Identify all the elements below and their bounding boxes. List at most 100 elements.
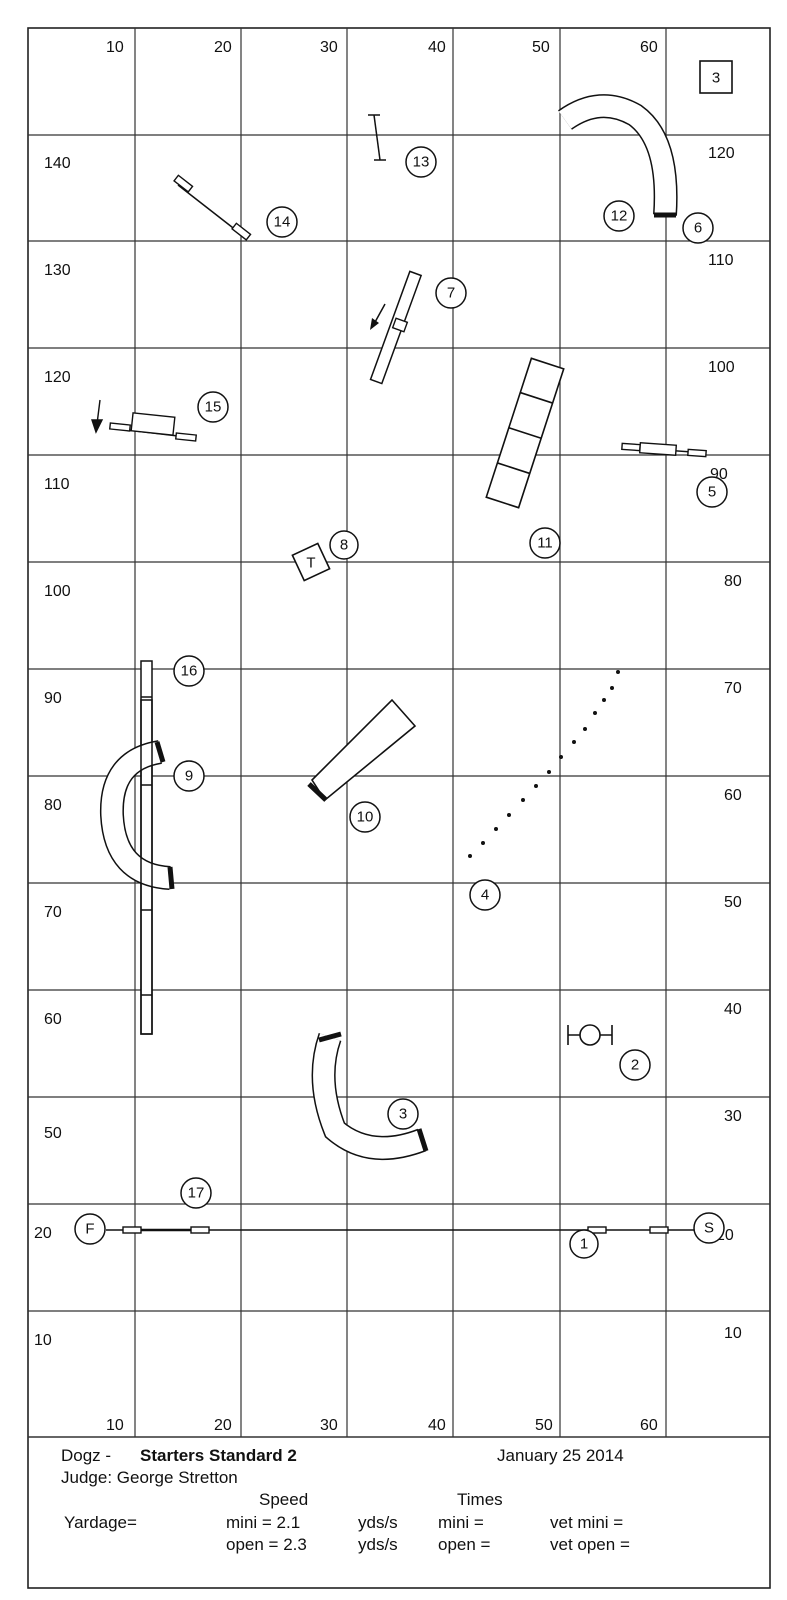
bottom-label: 40 xyxy=(428,1417,446,1434)
marker-16-label: 16 xyxy=(181,663,198,680)
left-label: 10 xyxy=(34,1332,52,1349)
marker-13-label: 13 xyxy=(413,154,430,171)
left-label: 110 xyxy=(44,476,70,493)
bottom-label: 60 xyxy=(640,1417,658,1434)
mini-time: mini = xyxy=(438,1513,484,1532)
jump-5-icon xyxy=(621,442,707,458)
start-label: S xyxy=(704,1220,714,1237)
a-frame-11-icon xyxy=(485,357,565,509)
marker-14-label: 14 xyxy=(274,214,291,231)
right-axis-labels: 120 110 100 90 80 70 60 50 40 30 20 10 xyxy=(708,145,742,1342)
marker-6 xyxy=(682,212,714,244)
tunnel-12-icon xyxy=(558,94,678,218)
marker-3-label: 3 xyxy=(399,1106,407,1123)
marker-8 xyxy=(329,530,359,560)
open-speed-unit: yds/s xyxy=(358,1535,398,1554)
marker-8-label: 8 xyxy=(340,537,348,554)
marker-11-label: 11 xyxy=(537,535,553,552)
tunnel-3-icon xyxy=(311,1031,429,1160)
marker-4-label: 4 xyxy=(481,887,489,904)
right-label: 110 xyxy=(708,252,734,269)
right-label: 50 xyxy=(724,894,742,911)
marker-17-label: 17 xyxy=(188,1185,205,1202)
times-header: Times xyxy=(457,1490,503,1509)
weave-poles-4-icon xyxy=(468,670,620,858)
marker-finish xyxy=(74,1213,106,1245)
finish-label: F xyxy=(85,1221,94,1238)
course-info-footer: Dogz - Starters Standard 2 January 25 20… xyxy=(28,1437,770,1587)
bottom-label: 10 xyxy=(106,1417,124,1434)
dog-walk-16-icon xyxy=(140,660,153,1035)
top-label: 40 xyxy=(428,39,446,56)
marker-7 xyxy=(435,277,467,309)
top-label: 30 xyxy=(320,39,338,56)
right-label: 100 xyxy=(708,359,735,376)
left-label: 60 xyxy=(44,1011,62,1028)
course-number: 3 xyxy=(712,70,720,87)
club-name: Dogz - xyxy=(61,1446,112,1465)
left-label: 100 xyxy=(44,583,71,600)
marker-11 xyxy=(529,527,561,559)
top-label: 10 xyxy=(106,39,124,56)
left-label: 20 xyxy=(34,1225,52,1242)
left-label: 140 xyxy=(44,155,71,172)
top-label: 60 xyxy=(640,39,658,56)
marker-5 xyxy=(696,476,728,508)
tunnel-9-icon xyxy=(99,699,175,1035)
course-number-box: 3 xyxy=(699,60,733,94)
left-label: 50 xyxy=(44,1125,62,1142)
bottom-label: 20 xyxy=(214,1417,232,1434)
marker-15-label: 15 xyxy=(205,399,222,416)
class-name: Starters Standard 2 xyxy=(140,1446,297,1465)
open-speed: open = 2.3 xyxy=(226,1535,307,1554)
marker-1 xyxy=(569,1229,599,1259)
left-axis-labels: 140 130 120 110 100 90 80 70 60 50 20 10 xyxy=(34,155,71,1349)
trial-date: January 25 2014 xyxy=(497,1446,624,1465)
marker-2-label: 2 xyxy=(631,1057,639,1074)
top-axis-labels: 10 20 30 40 50 60 xyxy=(106,39,658,56)
obstacle-markers xyxy=(74,146,728,1259)
marker-10-label: 10 xyxy=(357,809,374,826)
right-label: 60 xyxy=(724,787,742,804)
right-label: 120 xyxy=(708,145,735,162)
speed-header: Speed xyxy=(259,1490,309,1509)
table-label: T xyxy=(306,555,315,572)
marker-16 xyxy=(173,655,205,687)
marker-2 xyxy=(619,1049,651,1081)
jump-13-icon xyxy=(368,114,386,161)
right-label: 70 xyxy=(724,680,742,697)
left-label: 120 xyxy=(44,369,71,386)
bottom-label: 30 xyxy=(320,1417,338,1434)
judge-name: Judge: George Stretton xyxy=(61,1468,238,1487)
tire-2-icon xyxy=(567,1024,613,1046)
yardage-label: Yardage= xyxy=(64,1513,137,1532)
marker-1-label: 1 xyxy=(580,1236,588,1253)
marker-14 xyxy=(266,206,298,238)
top-label: 50 xyxy=(532,39,550,56)
marker-10 xyxy=(349,801,381,833)
left-label: 70 xyxy=(44,904,62,921)
mini-speed: mini = 2.1 xyxy=(226,1513,301,1532)
table-8-icon: T xyxy=(291,542,331,582)
mini-speed-unit: yds/s xyxy=(358,1513,398,1532)
outer-frame xyxy=(27,27,771,1589)
marker-9-label: 9 xyxy=(185,768,193,785)
jump-14-icon xyxy=(173,174,252,241)
bottom-label: 50 xyxy=(535,1417,553,1434)
plank-7-icon xyxy=(369,270,423,385)
top-label: 20 xyxy=(214,39,232,56)
left-label: 130 xyxy=(44,262,71,279)
marker-15 xyxy=(197,391,229,423)
marker-9 xyxy=(173,760,205,792)
chute-10-icon xyxy=(307,698,417,802)
bottom-axis-labels: 10 20 30 40 50 60 xyxy=(106,1417,658,1434)
left-label: 90 xyxy=(44,690,62,707)
start-finish-line xyxy=(106,1226,703,1234)
open-time: open = xyxy=(438,1535,491,1554)
jump-15-icon xyxy=(91,399,198,442)
marker-12-label: 12 xyxy=(611,208,628,225)
marker-12 xyxy=(603,200,635,232)
marker-5-label: 5 xyxy=(708,484,716,501)
marker-6-label: 6 xyxy=(694,220,702,237)
